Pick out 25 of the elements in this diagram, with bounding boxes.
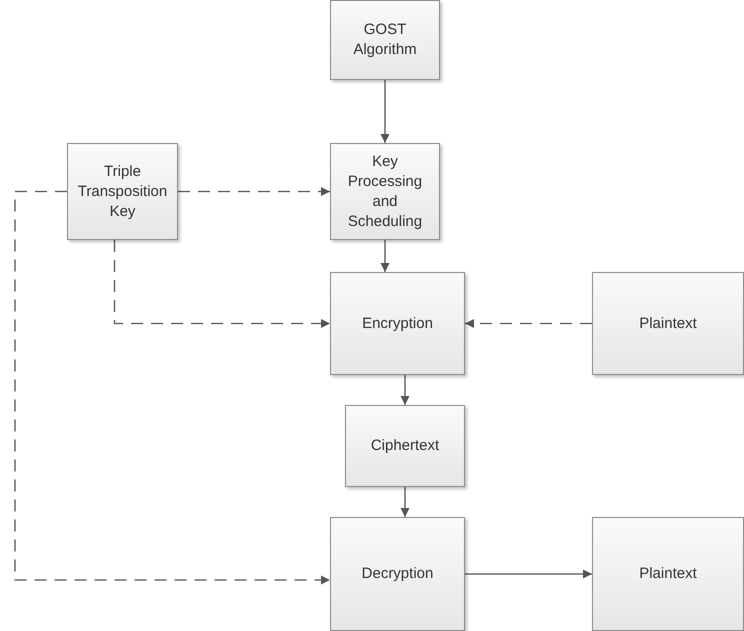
box-label: Plaintext: [638, 314, 698, 334]
process-box: [330, 0, 440, 80]
arrow: [400, 487, 410, 517]
process-box: [592, 272, 744, 375]
box-label: GOST Algorithm: [352, 20, 418, 60]
box-label: Triple Transposition Key: [76, 162, 168, 222]
dashed-arrow: [178, 187, 330, 196]
process-box: [330, 517, 465, 631]
box-label: Ciphertext: [370, 436, 440, 456]
arrow: [380, 240, 390, 272]
process-box: [330, 272, 465, 375]
dashed-arrow: [465, 319, 592, 328]
arrow: [465, 570, 592, 578]
box-label: Plaintext: [638, 564, 698, 584]
process-box: [592, 517, 744, 631]
box-label: Decryption: [360, 564, 434, 584]
process-box: [67, 143, 178, 240]
arrow: [380, 80, 390, 143]
dashed-arrow: [14, 190, 330, 584]
dashed-arrow: [114, 240, 330, 328]
box-label: Key Processing and Scheduling: [346, 152, 424, 232]
arrow: [400, 375, 410, 405]
process-box: [330, 143, 440, 240]
box-label: Encryption: [361, 314, 434, 334]
process-box: [345, 405, 465, 487]
